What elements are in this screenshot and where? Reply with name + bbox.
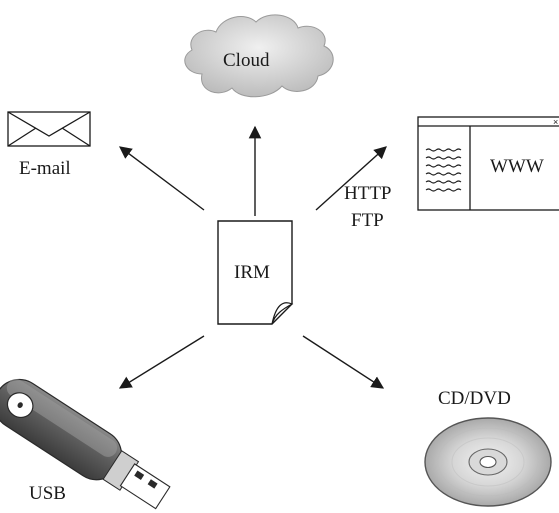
- cd-dvd-label: CD/DVD: [438, 388, 511, 409]
- arrow-to-email: [118, 146, 205, 211]
- arrow-to-usb: [118, 335, 205, 389]
- http-edge-label: HTTP: [344, 183, 392, 204]
- browser-window-icon: ×: [417, 116, 559, 211]
- center-document-label: IRM: [234, 262, 270, 283]
- arrow-to-cd: [302, 335, 385, 389]
- text-lines-icon: [425, 148, 462, 192]
- arrow-to-www: [315, 146, 387, 211]
- cloud-icon: [184, 14, 334, 98]
- arrows: [118, 125, 387, 389]
- cloud-label: Cloud: [223, 50, 270, 71]
- irm-document-icon: [217, 220, 294, 325]
- disc-icon: [424, 417, 552, 507]
- www-label: WWW: [490, 156, 544, 177]
- usb-label: USB: [29, 483, 66, 504]
- svg-text:×: ×: [553, 117, 558, 127]
- envelope-icon: [7, 111, 91, 147]
- usb-stick-icon: [0, 378, 171, 510]
- ftp-edge-label: FTP: [351, 210, 384, 231]
- email-label: E-mail: [19, 158, 71, 179]
